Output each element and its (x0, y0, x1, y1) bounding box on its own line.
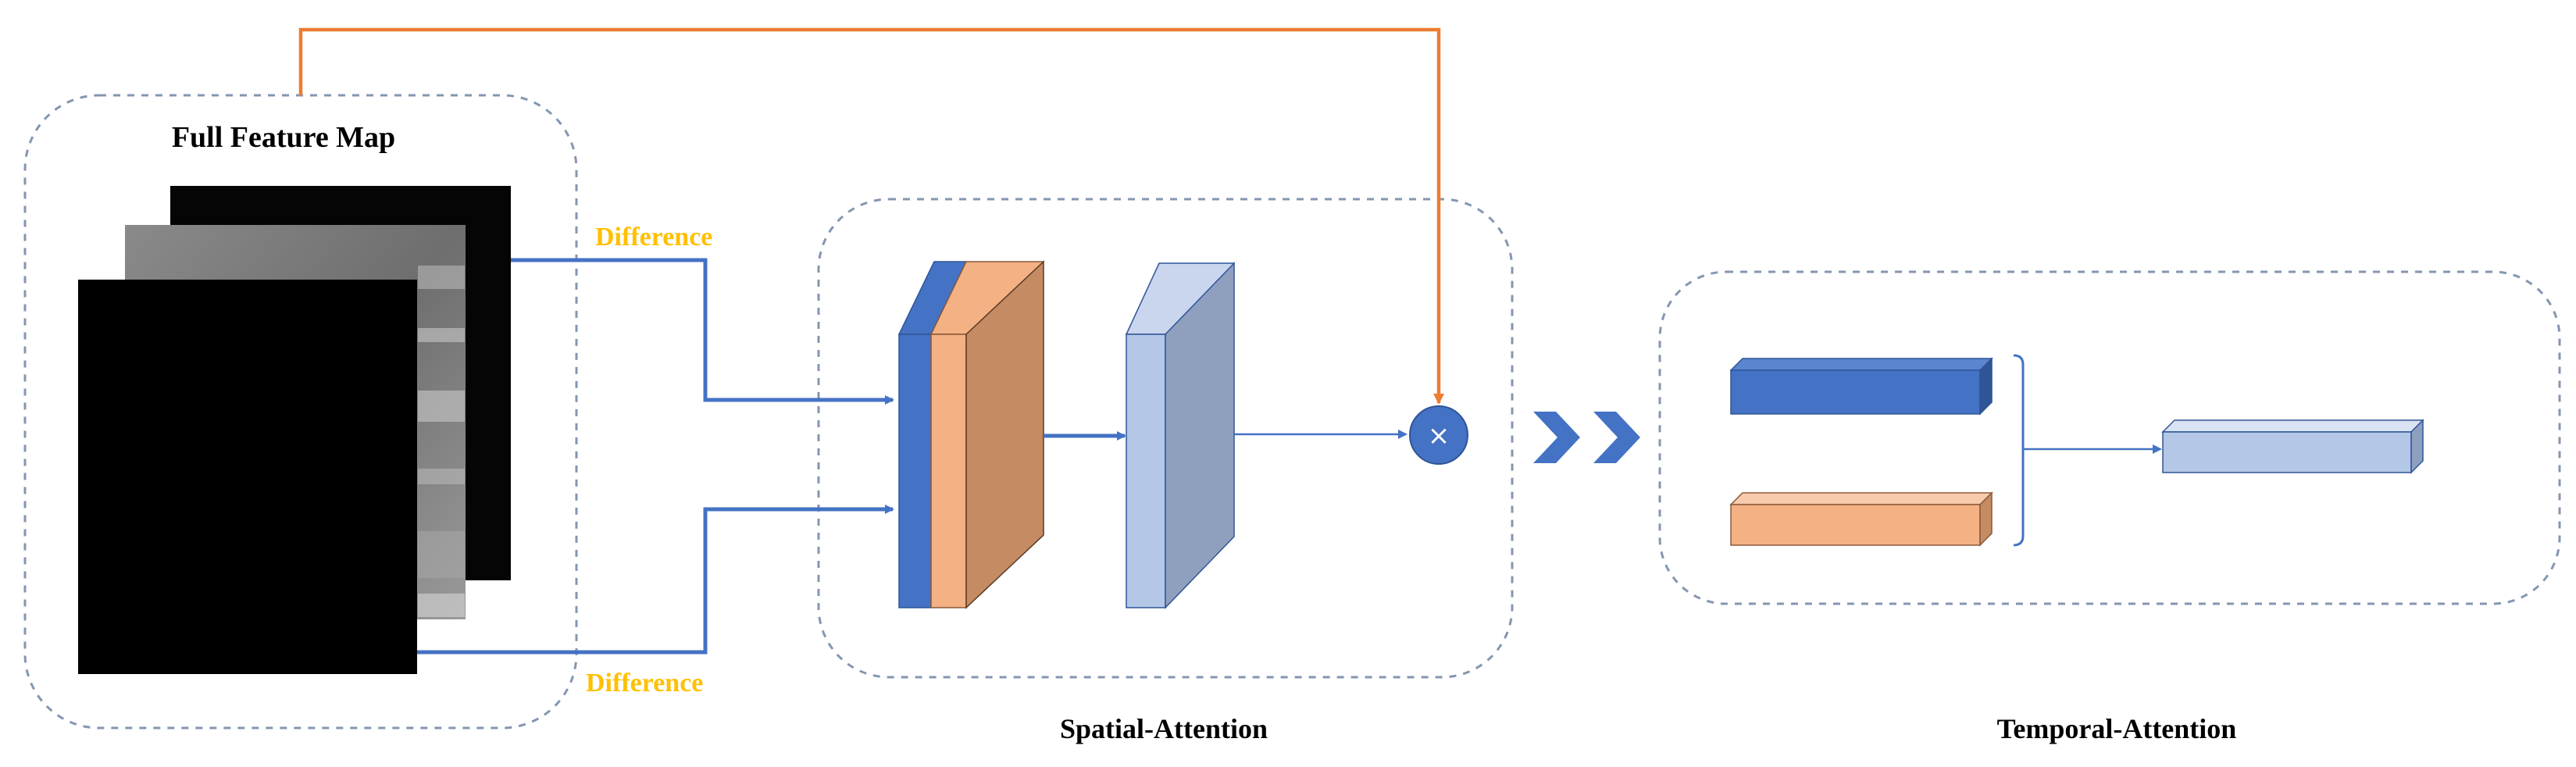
full-feature-map-title: Full Feature Map (172, 121, 395, 154)
temporal-orange-bar (1729, 491, 1993, 547)
difference-label-bottom: Difference (586, 669, 703, 697)
difference-label-top: Difference (595, 223, 712, 252)
spatial-attention-container (817, 198, 1514, 679)
concat-feature-block (897, 260, 1045, 609)
temporal-attention-title: Temporal-Attention (1997, 713, 2237, 744)
temporal-bracket (2013, 354, 2025, 547)
feature-map-stack (78, 186, 511, 674)
difference-arrow-top (511, 258, 894, 405)
temporal-blue-bar (1729, 357, 1993, 416)
skip-connection-line (298, 27, 1444, 405)
spatial-attention-title: Spatial-Attention (1060, 713, 1268, 744)
spatial-attention-block (1125, 262, 1236, 609)
double-chevron-icon (1533, 412, 1640, 463)
temporal-attention-container (1658, 270, 2561, 605)
difference-arrow-bottom (417, 505, 894, 655)
multiply-symbol: × (1428, 420, 1450, 451)
temporal-output-bar (2161, 419, 2424, 474)
multiply-node (1409, 405, 1468, 465)
feature-map-front (78, 280, 417, 674)
